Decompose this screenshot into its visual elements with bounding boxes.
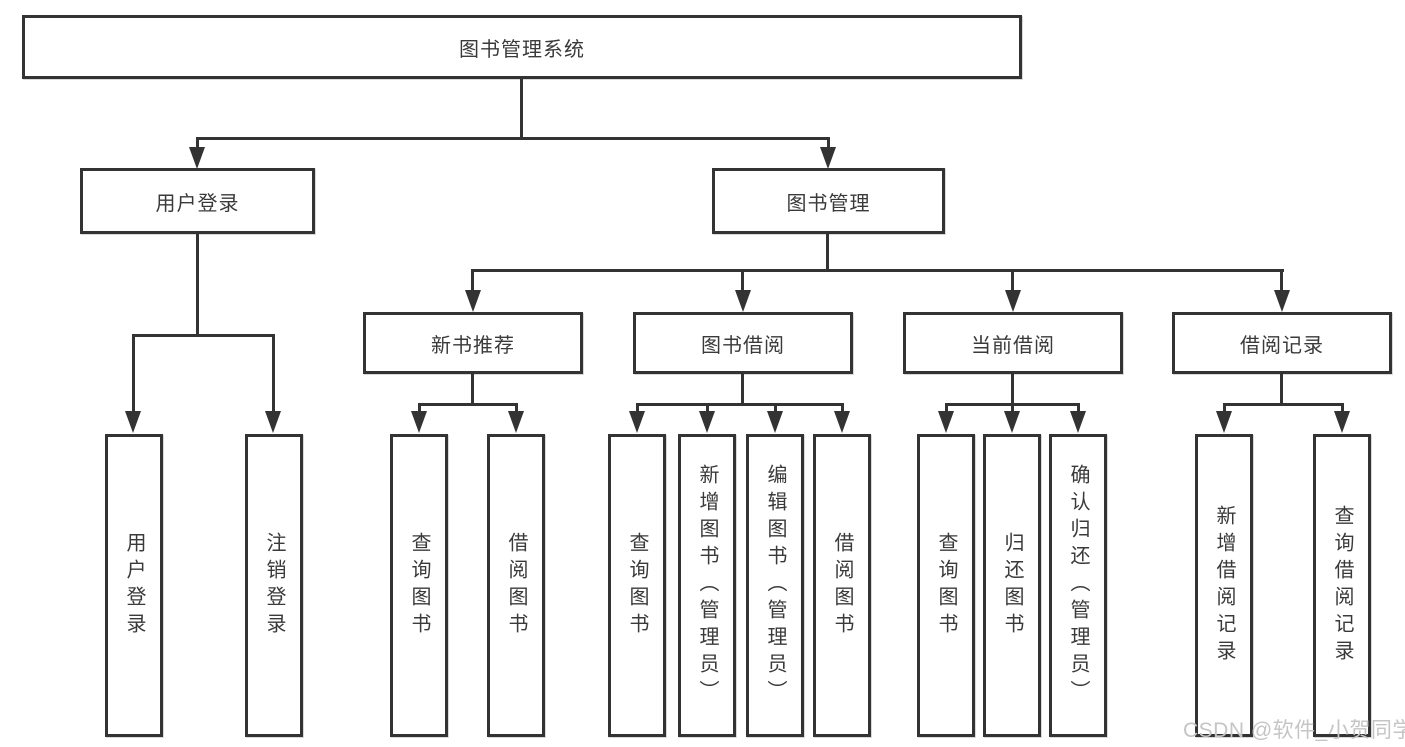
arrowhead-down-icon [1334,411,1350,433]
connector-leaf [515,403,518,415]
arrowhead-down-icon [834,411,850,433]
node-borrow-records: 借阅记录 [1172,312,1392,374]
connector-leaf [1223,403,1226,415]
leaf-current-query-books: 查询图书 [917,434,975,737]
connector-to-user-login [196,137,199,151]
connector-leaf [706,403,709,415]
arrowhead-down-icon [699,411,715,433]
connector-borrowing-split [636,403,843,406]
node-library-management-system: 图书管理系统 [22,15,1022,79]
connector-book-management-split [472,269,1284,272]
arrowhead-down-icon [189,147,205,169]
connector-to-book-management [827,137,830,151]
connector-root-split [196,137,830,140]
connector-leaf [945,403,948,415]
connector-current-stem [1011,372,1014,406]
arrowhead-down-icon [1216,411,1232,433]
arrowhead-down-icon [465,290,481,312]
leaf-confirm-return-admin: 确认归还（管理员） [1049,434,1107,737]
leaf-query-borrow-record: 查询借阅记录 [1313,434,1371,737]
node-current-borrowing: 当前借阅 [903,312,1123,374]
connector-records-stem [1280,372,1283,406]
node-book-management: 图书管理 [712,168,945,234]
connector-recommend-split [418,403,518,406]
connector-leaf [841,403,844,415]
node-book-borrowing: 图书借阅 [633,312,853,374]
node-user-login: 用户登录 [80,168,315,234]
leaf-recommend-query-books: 查询图书 [390,434,448,737]
arrowhead-down-icon [1274,290,1290,312]
arrowhead-down-icon [125,411,141,433]
connector-to-borrow-records [1280,269,1283,294]
leaf-borrowing-query-books: 查询图书 [608,434,666,737]
arrowhead-down-icon [767,411,783,433]
leaf-add-books-admin: 新增图书（管理员） [678,434,736,737]
leaf-edit-books-admin: 编辑图书（管理员） [746,434,804,737]
arrowhead-down-icon [265,411,281,433]
connector-leaf [1011,403,1014,415]
connector-leaf [1341,403,1344,415]
arrowhead-down-icon [1005,290,1021,312]
connector-to-leaf-logout [272,334,275,414]
leaf-logout: 注销登录 [245,434,303,737]
csdn-watermark: CSDN @软件_小贺同学 [1183,719,1405,742]
connector-book-management-stem [826,232,829,272]
leaf-borrowing-borrow-books: 借阅图书 [813,434,871,737]
arrowhead-down-icon [938,411,954,433]
leaf-add-borrow-record: 新增借阅记录 [1195,434,1253,737]
connector-records-split [1223,403,1343,406]
connector-borrowing-stem [741,372,744,406]
connector-to-leaf-user-login [132,334,135,414]
connector-leaf [636,403,639,415]
connector-recommend-stem [471,372,474,406]
connector-user-login-split [133,334,275,337]
arrowhead-down-icon [1070,411,1086,433]
arrowhead-down-icon [1004,411,1020,433]
connector-leaf [774,403,777,415]
arrowhead-down-icon [411,411,427,433]
node-new-book-recommend: 新书推荐 [363,312,583,374]
arrowhead-down-icon [508,411,524,433]
connector-to-current-borrowing [1011,269,1014,294]
connector-leaf [418,403,421,415]
connector-to-book-borrowing [741,269,744,294]
leaf-recommend-borrow-books: 借阅图书 [487,434,545,737]
arrowhead-down-icon [735,290,751,312]
arrowhead-down-icon [820,147,836,169]
connector-leaf [1077,403,1080,415]
connector-root-stem [520,78,523,139]
connector-to-new-book-recommend [471,269,474,294]
leaf-user-login: 用户登录 [105,434,163,737]
connector-user-login-stem [196,232,199,336]
leaf-return-books: 归还图书 [983,434,1041,737]
arrowhead-down-icon [629,411,645,433]
